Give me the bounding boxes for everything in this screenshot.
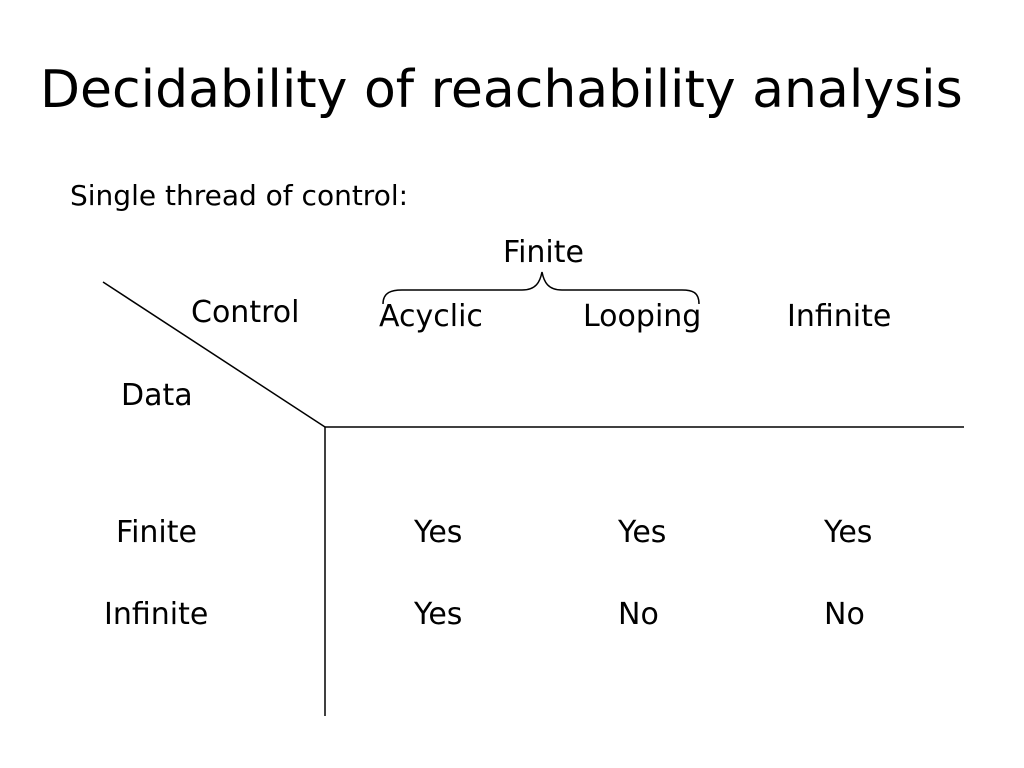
row-label-infinite: Infinite xyxy=(104,597,209,632)
column-header-acyclic: Acyclic xyxy=(379,299,483,334)
cell-infinite-looping: No xyxy=(618,597,659,632)
finite-group-brace xyxy=(382,271,700,305)
slide-subtitle: Single thread of control: xyxy=(70,179,409,212)
slide-title: Decidability of reachability analysis xyxy=(40,60,963,120)
cell-infinite-infinite: No xyxy=(824,597,865,632)
column-group-label: Finite xyxy=(503,235,584,270)
cell-finite-acyclic: Yes xyxy=(414,515,463,550)
cell-infinite-acyclic: Yes xyxy=(414,597,463,632)
corner-data-label: Data xyxy=(121,378,193,413)
cell-finite-infinite: Yes xyxy=(824,515,873,550)
row-label-finite: Finite xyxy=(116,515,197,550)
corner-control-label: Control xyxy=(191,295,300,330)
column-header-infinite: Infinite xyxy=(787,299,892,334)
cell-finite-looping: Yes xyxy=(618,515,667,550)
column-header-looping: Looping xyxy=(583,299,702,334)
corner-diagonal-line xyxy=(102,281,326,428)
